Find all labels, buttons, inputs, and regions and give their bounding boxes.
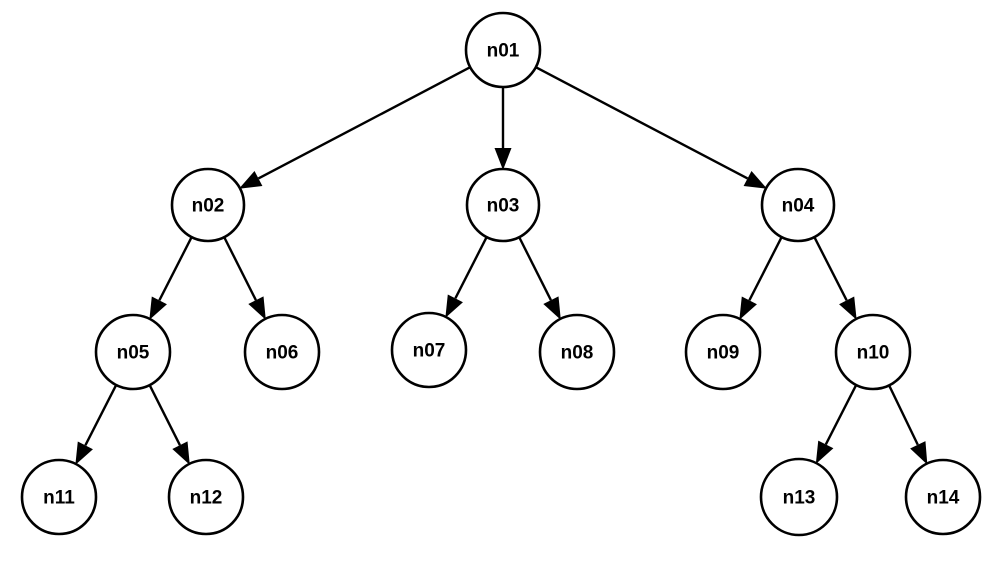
edge-n04-n09	[739, 235, 784, 320]
node-label: n06	[266, 343, 299, 364]
node-n14[interactable]: n14	[904, 458, 982, 536]
edges-layer	[75, 65, 928, 465]
edge-line	[812, 235, 848, 301]
node-circle[interactable]	[20, 458, 98, 536]
edge-line	[887, 383, 919, 446]
node-circle[interactable]	[834, 313, 912, 391]
arrow-head-icon	[743, 170, 768, 189]
node-label: n14	[927, 488, 960, 509]
node-n04[interactable]: n04	[760, 167, 836, 243]
edge-n10-n13	[815, 383, 858, 465]
edge-line	[158, 235, 194, 301]
node-n06[interactable]: n06	[243, 313, 321, 391]
node-circle[interactable]	[760, 167, 836, 243]
arrow-head-icon	[172, 441, 190, 465]
edge-n01-n03	[494, 86, 512, 170]
node-n08[interactable]: n08	[538, 313, 616, 391]
node-n10[interactable]: n10	[834, 313, 912, 391]
node-n09[interactable]: n09	[684, 313, 762, 391]
arrow-head-icon	[149, 296, 167, 320]
node-label: n11	[43, 488, 75, 509]
node-circle[interactable]	[759, 457, 839, 537]
node-n02[interactable]: n02	[170, 167, 246, 243]
node-circle[interactable]	[390, 311, 468, 389]
nodes-layer: n01 n02 n03 n04 n05 n06 n07 n08 n09 n10 n11 n12 n13 n…	[20, 11, 982, 537]
node-circle[interactable]	[684, 313, 762, 391]
node-label: n12	[190, 488, 223, 509]
node-n11[interactable]: n11	[20, 458, 98, 536]
edge-n04-n10	[812, 235, 857, 320]
edge-n03-n07	[445, 235, 489, 318]
arrow-head-icon	[543, 296, 561, 320]
arrow-head-icon	[739, 296, 757, 320]
node-n13[interactable]: n13	[759, 457, 839, 537]
node-label: n03	[487, 196, 520, 217]
arrow-head-icon	[238, 170, 263, 189]
edge-line	[84, 383, 118, 446]
node-label: n02	[192, 196, 225, 217]
node-label: n05	[117, 343, 150, 364]
node-n12[interactable]: n12	[167, 458, 245, 536]
arrow-head-icon	[248, 296, 266, 320]
node-label: n08	[561, 343, 594, 364]
edge-line	[257, 65, 472, 180]
node-circle[interactable]	[904, 458, 982, 536]
node-circle[interactable]	[465, 167, 541, 243]
arrow-head-icon	[75, 441, 93, 465]
edge-line	[517, 235, 552, 301]
arrow-head-icon	[445, 294, 463, 318]
node-circle[interactable]	[170, 167, 246, 243]
node-n03[interactable]: n03	[465, 167, 541, 243]
node-circle[interactable]	[538, 313, 616, 391]
edge-n05-n11	[75, 383, 118, 465]
edge-n02-n05	[149, 235, 194, 320]
node-circle[interactable]	[243, 313, 321, 391]
node-n01[interactable]: n01	[464, 11, 542, 89]
edge-n02-n06	[222, 235, 266, 320]
node-n07[interactable]: n07	[390, 311, 468, 389]
arrow-head-icon	[815, 440, 834, 465]
edge-line	[222, 235, 257, 301]
edge-n05-n12	[148, 383, 190, 465]
node-label: n01	[487, 41, 520, 62]
node-n05[interactable]: n05	[94, 313, 172, 391]
node-label: n10	[857, 343, 890, 364]
node-label: n04	[782, 196, 815, 217]
arrow-head-icon	[839, 296, 857, 320]
edge-line	[454, 235, 489, 299]
node-label: n07	[413, 341, 446, 362]
edge-n01-n02	[238, 65, 472, 189]
edge-n10-n14	[887, 383, 928, 465]
edge-n01-n04	[534, 65, 768, 189]
node-label: n13	[783, 488, 816, 509]
node-circle[interactable]	[167, 458, 245, 536]
arrow-head-icon	[494, 148, 512, 170]
edge-line	[824, 383, 858, 445]
edge-n03-n08	[517, 235, 561, 320]
edge-line	[148, 383, 181, 446]
edge-line	[534, 65, 749, 180]
arrow-head-icon	[910, 441, 928, 465]
node-label: n09	[707, 343, 740, 364]
edge-line	[748, 235, 784, 301]
node-circle[interactable]	[94, 313, 172, 391]
node-circle[interactable]	[464, 11, 542, 89]
